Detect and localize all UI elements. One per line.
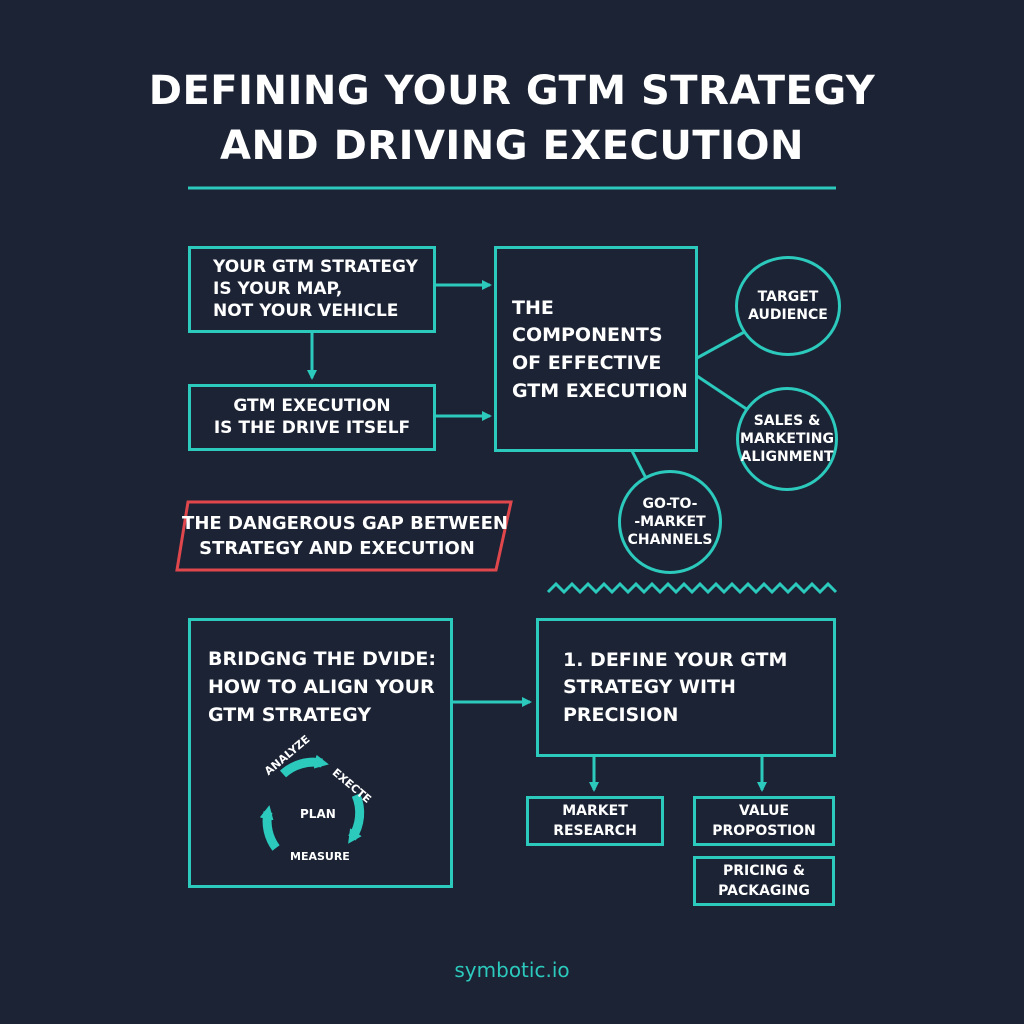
market-line-1: MARKET [562,803,628,819]
define-line-3: PRECISION [563,704,679,726]
market-research-box [526,796,664,846]
value-line-1: VALUE [738,803,790,819]
value-line-2: PROPOSTION [712,823,816,839]
gap-banner-line-2: STRATEGY AND EXECUTION [199,538,475,559]
circle-channels: GO-TO- -MARKET CHANNELS [618,470,722,574]
channels-line-3: CHANNELS [627,532,713,549]
circle-target-audience: TARGET AUDIENCE [735,256,841,356]
cycle-center-label: PLAN [300,807,336,821]
target-line-2: AUDIENCE [748,307,828,323]
title-line-2: AND DRIVING EXECUTION [220,123,804,169]
define-line-1: 1. DEFINE YOUR GTM [563,649,788,671]
link-sales-marketing [696,374,749,412]
pricing-line-1: PRICING & [722,863,806,879]
drive-box-line-2: IS THE DRIVE ITSELF [213,418,411,438]
pricing-packaging-box [693,856,835,906]
gap-banner-line-1: THE DANGEROUS GAP BETWEEN [182,513,508,534]
pricing-line-2: PACKAGING [718,883,810,899]
cycle-arrow-right [348,793,365,844]
cycle-label-measure: MEASURE [290,850,350,863]
brand-footer: symbotic.io [454,958,570,982]
cycle-arrow-left [259,805,280,851]
channels-line-2: -MARKET [634,513,706,530]
components-line-2: COMPONENTS [512,324,663,346]
sales-line-2: MARKETING [740,430,834,447]
drive-box-line-1: GTM EXECUTION [233,396,391,416]
sales-line-1: SALES & [753,412,821,429]
map-box-line-3: NOT YOUR VEHICLE [213,301,399,321]
circle-sales-marketing: SALES & MARKETING ALIGNMENT [736,387,838,491]
zigzag-divider [546,581,838,595]
components-line-4: GTM EXECUTION [512,380,688,402]
value-proposition-box [693,796,835,846]
components-box [494,246,698,452]
define-box [536,618,836,757]
bridge-box [188,618,453,888]
gap-banner-outline [175,500,513,572]
bridge-line-1: BRIDGNG THE DVIDE: [208,648,437,670]
map-box [188,246,436,333]
components-line-3: OF EFFECTIVE [512,352,662,374]
drive-box [188,384,436,451]
bridge-line-2: HOW TO ALIGN YOUR [208,676,435,698]
link-target-audience [696,328,749,360]
map-box-line-1: YOUR GTM STRATEGY [213,257,418,277]
components-line-1: THE [512,297,554,319]
sales-line-3: ALIGNMENT [740,449,834,466]
title-line-1: DEFINING YOUR GTM STRATEGY [148,68,876,114]
channels-line-1: GO-TO- [642,495,698,512]
market-line-2: RESEARCH [553,823,637,839]
define-line-2: STRATEGY WITH [563,676,736,698]
cycle-arrow-top [279,754,329,778]
map-box-line-2: IS YOUR MAP, [213,279,343,299]
bridge-line-3: GTM STRATEGY [208,704,372,726]
target-line-1: TARGET [757,288,819,305]
